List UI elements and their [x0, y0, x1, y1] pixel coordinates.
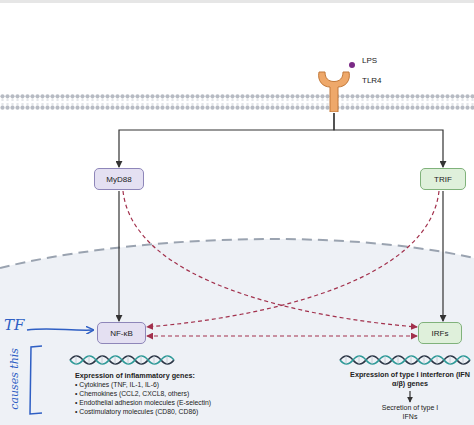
adaptor-box: TRIF — [420, 168, 466, 190]
gene-list-item: • Costimulatory molecules (CD80, CD86) — [75, 408, 275, 416]
node-label: MyD88 — [106, 175, 131, 184]
top-edge — [0, 0, 474, 3]
gene-expression-note: Expression of type I interferon (IFN α/β… — [350, 370, 470, 388]
node-label: NF-κB — [110, 329, 133, 338]
gene-list-item: • Chemokines (CCL2, CXCL8, others) — [75, 390, 275, 398]
dashed-connector — [147, 335, 417, 336]
lps-molecule — [349, 62, 355, 68]
gene-list-item: • Endothelial adhesion molecules (E-sele… — [75, 399, 275, 407]
handwritten-note: TF — [4, 316, 34, 335]
dashed-connector — [147, 191, 439, 327]
nuclear-envelope — [0, 239, 474, 268]
receptor-shape — [316, 70, 352, 112]
transcription-factor-box: NF-κB — [97, 322, 146, 344]
node-label: IRFs — [432, 329, 449, 338]
signal-arrow — [119, 113, 334, 167]
cell-membrane — [0, 94, 474, 110]
signal-arrow — [118, 191, 119, 321]
transcription-factor-box: IRFs — [418, 322, 462, 344]
node-label: TLR4 — [362, 76, 382, 85]
molecule-label: LPS — [362, 56, 402, 66]
adaptor-box: MyD88 — [94, 168, 144, 190]
nucleus-area — [0, 239, 474, 425]
secretion-note: Secretion of type I IFNs — [375, 404, 445, 422]
tlr4-receptor: TLR4 — [316, 70, 352, 112]
gene-list-heading: Expression of inflammatory genes: — [75, 371, 275, 380]
signal-arrow — [442, 191, 443, 321]
dna-helix — [70, 356, 174, 364]
handwritten-bracket — [30, 346, 42, 414]
handwritten-note: causes this — [8, 342, 22, 416]
node-label: TRIF — [434, 175, 452, 184]
signal-arrow — [334, 113, 443, 167]
gene-list-item: • Cytokines (TNF, IL-1, IL-6) — [75, 381, 275, 389]
handwritten-arrow — [27, 329, 93, 330]
dna-helix — [340, 356, 470, 364]
dashed-connector — [123, 191, 417, 327]
secretion-arrow — [409, 391, 410, 402]
